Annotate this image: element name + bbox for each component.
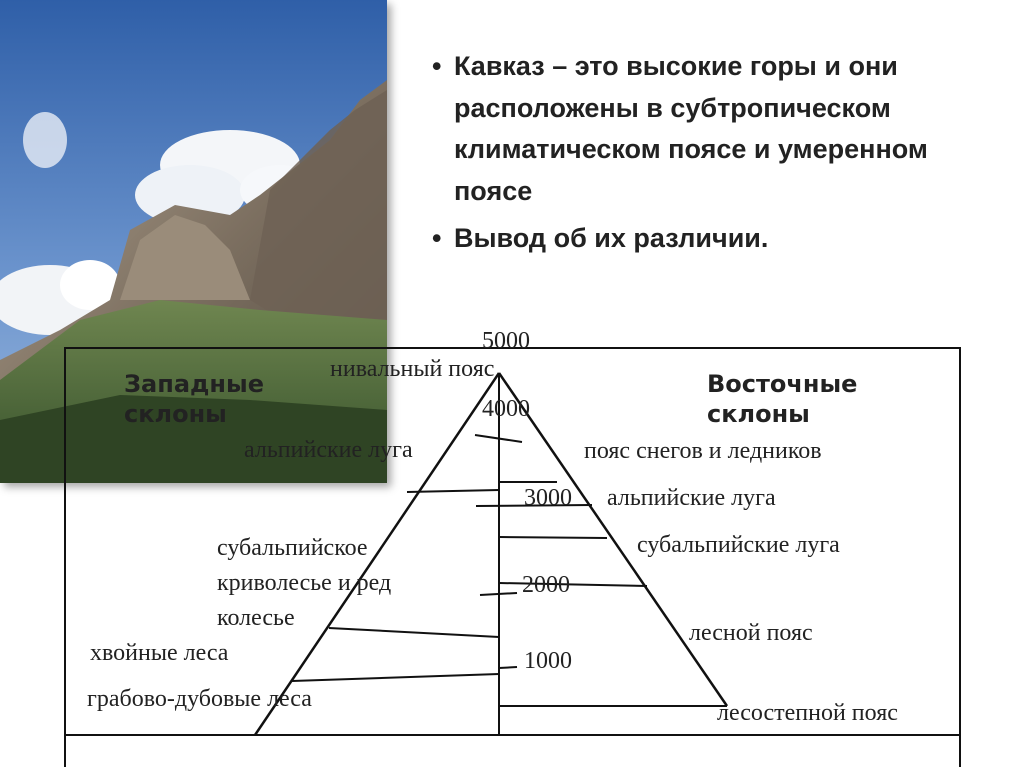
boundary-line	[479, 592, 518, 596]
left-heading-line2: склоны	[124, 400, 227, 428]
boundary-line	[291, 673, 500, 682]
left-zone-label: субальпийское	[217, 535, 368, 561]
caucasus-mountains-photo	[0, 0, 387, 483]
right-zone-label: лесной пояс	[689, 620, 813, 646]
diagram-frame	[64, 347, 961, 767]
right-zone-label: альпийские луга	[607, 485, 776, 511]
boundary-line	[328, 627, 500, 638]
boundary-line	[474, 434, 523, 443]
left-zone-label: грабово-дубовые леса	[87, 686, 312, 712]
altitude-label: 4000	[482, 396, 530, 422]
pyramid-right-side	[497, 372, 729, 707]
altitude-label: 5000	[482, 328, 530, 354]
bullet-text: Кавказ – это высокие горы и они располож…	[454, 51, 928, 206]
left-zone-label: криволесье и ред	[217, 570, 391, 596]
bullet-text: Вывод об их различии.	[454, 223, 769, 253]
right-zone-label: пояс снегов и ледников	[584, 438, 822, 464]
pyramid-left-side	[253, 372, 501, 736]
altitude-label: 1000	[524, 648, 572, 674]
boundary-line	[406, 489, 500, 493]
boundary-line	[498, 536, 608, 539]
bullet-item: • Вывод об их различии.	[432, 218, 992, 260]
boundary-line	[498, 666, 518, 669]
nival-zone-label: нивальный пояс	[330, 356, 494, 382]
altitudinal-zonation-diagram: Западные склоны Восточные склоны 5000 40…	[64, 328, 961, 767]
right-heading-line1: Восточные	[707, 370, 857, 398]
altitude-label: 2000	[522, 572, 570, 598]
bullet-dot: •	[432, 51, 442, 81]
bullet-dot: •	[432, 223, 442, 253]
left-heading-line1: Западные	[124, 370, 264, 398]
left-zone-label: хвойные леса	[90, 640, 229, 666]
left-zone-label: колесье	[217, 605, 295, 631]
boundary-line	[475, 504, 593, 507]
boundary-line	[498, 582, 648, 587]
bullet-item: • Кавказ – это высокие горы и они распол…	[432, 46, 992, 212]
bullet-list: • Кавказ – это высокие горы и они распол…	[432, 46, 992, 266]
left-zone-label: альпийские луга	[244, 437, 413, 463]
altitude-label: 3000	[524, 485, 572, 511]
right-heading-line2: склоны	[707, 400, 810, 428]
right-zone-label: субальпийские луга	[637, 532, 840, 558]
right-zone-label: лесостепной пояс	[717, 700, 898, 726]
